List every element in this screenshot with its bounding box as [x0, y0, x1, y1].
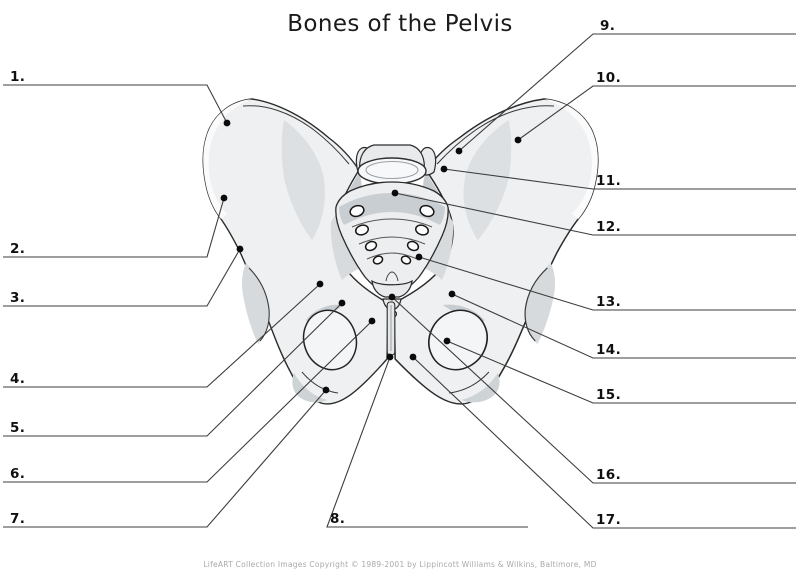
leader-dot-13 — [415, 253, 423, 261]
leader-dot-5 — [338, 299, 346, 307]
leader-dot-6 — [368, 317, 376, 325]
leader-line-12 — [394, 192, 796, 236]
sacral-foramen — [414, 224, 430, 236]
leader-line-17 — [412, 356, 796, 529]
label-number-16: 16. — [596, 467, 622, 483]
label-number-2: 2. — [10, 241, 26, 257]
leader-dot-11 — [440, 165, 448, 173]
leader-line-7 — [3, 389, 327, 528]
leader-line-11 — [443, 168, 796, 190]
leader-dot-4 — [316, 280, 324, 288]
label-number-15: 15. — [596, 387, 622, 403]
leader-line-15 — [446, 340, 796, 404]
leader-dot-3 — [236, 245, 244, 253]
leader-dot-16 — [388, 293, 396, 301]
leader-line-13 — [418, 256, 796, 311]
sacral-ridge-line-2 — [358, 236, 426, 245]
leader-line-9 — [458, 33, 796, 152]
label-number-9: 9. — [600, 18, 616, 34]
label-number-4: 4. — [10, 371, 26, 387]
leader-line-10 — [517, 85, 796, 141]
sacral-ala-shade — [339, 193, 445, 225]
sacral-foramen — [372, 255, 384, 265]
label-number-10: 10. — [596, 70, 622, 86]
label-number-1: 1. — [10, 69, 26, 85]
label-number-7: 7. — [10, 511, 26, 527]
sacral-foramen — [354, 224, 370, 236]
pelvic-cavity-shade-right — [424, 214, 454, 280]
leader-lines-layer — [3, 33, 796, 529]
leader-dot-2 — [220, 194, 228, 202]
leader-dot-15 — [443, 337, 451, 345]
leader-dot-12 — [391, 189, 399, 197]
sacral-foramen — [364, 240, 378, 252]
leader-line-2 — [3, 197, 225, 258]
leader-line-6 — [3, 320, 373, 483]
sacral-foramen — [400, 255, 412, 265]
leader-dot-14 — [448, 290, 456, 298]
label-number-13: 13. — [596, 294, 622, 310]
copyright-text: LifeART Collection Images Copyright © 19… — [203, 560, 597, 569]
leader-dot-9 — [455, 147, 463, 155]
l5-disc-inner-ring — [365, 161, 419, 179]
leader-dot-17 — [409, 353, 417, 361]
label-number-11: 11. — [596, 173, 622, 189]
coccyx-segment-1 — [371, 279, 413, 298]
sacral-foramen — [349, 204, 365, 218]
leader-line-3 — [3, 248, 241, 307]
sacral-hiatus-line — [385, 271, 399, 282]
sacral-ridge-line-3 — [366, 252, 418, 260]
sacral-foramen — [406, 240, 420, 252]
label-number-14: 14. — [596, 342, 622, 358]
label-number-8: 8. — [330, 511, 346, 527]
leader-dot-10 — [514, 136, 522, 144]
leader-dot-8 — [386, 353, 394, 361]
leader-line-16 — [391, 296, 796, 484]
label-number-6: 6. — [10, 466, 26, 482]
page-title: Bones of the Pelvis — [287, 11, 513, 37]
label-number-5: 5. — [10, 420, 26, 436]
label-number-17: 17. — [596, 512, 622, 528]
leader-line-14 — [451, 293, 796, 359]
sacral-foramen — [419, 204, 435, 218]
leader-dot-7 — [322, 386, 330, 394]
leader-line-1 — [3, 84, 228, 124]
pelvic-cavity-shade-left — [330, 214, 360, 280]
label-number-12: 12. — [596, 219, 622, 235]
sacral-ridge-line-1 — [351, 218, 433, 228]
label-number-3: 3. — [10, 290, 26, 306]
leader-line-5 — [3, 302, 343, 437]
leader-line-4 — [3, 283, 321, 388]
leader-dot-1 — [223, 119, 231, 127]
leader-line-8 — [326, 356, 528, 528]
